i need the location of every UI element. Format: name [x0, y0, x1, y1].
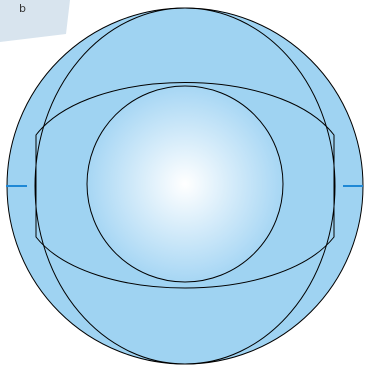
inner-sphere	[87, 86, 283, 282]
corner-panel	[0, 0, 70, 42]
